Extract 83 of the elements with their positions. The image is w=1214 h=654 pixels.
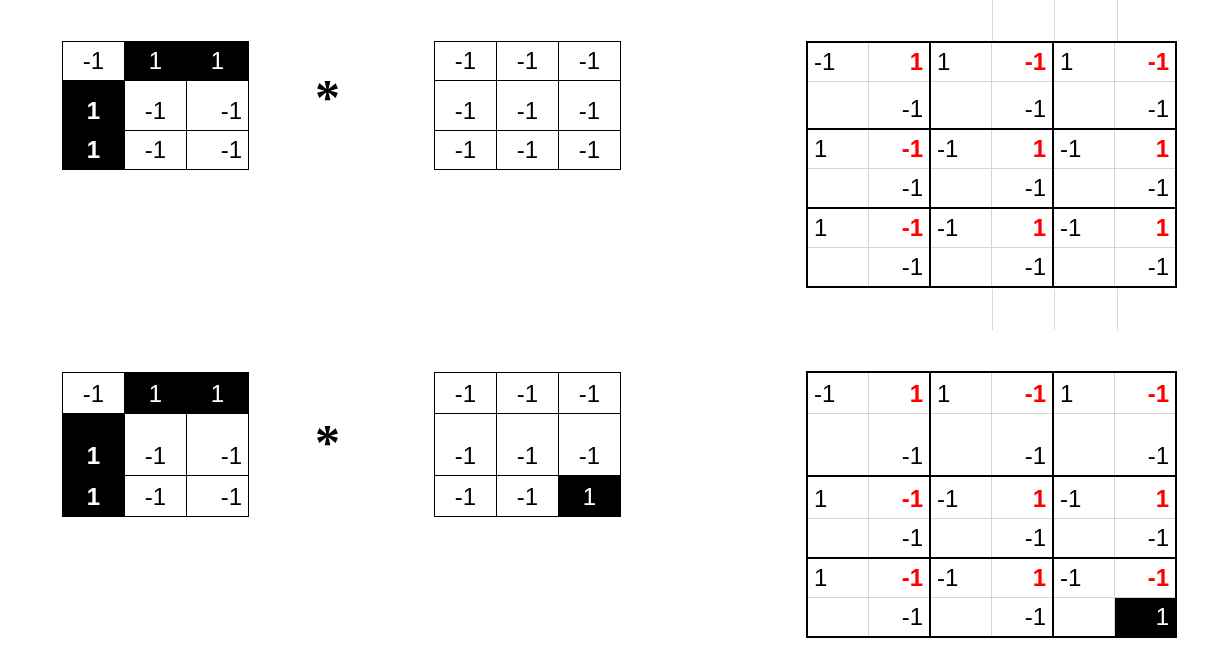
matrix-cell: -1 xyxy=(435,373,496,413)
matrix-cell: -1 xyxy=(869,598,929,636)
matrix-cell: -1 xyxy=(869,559,929,597)
matrix-cell: 1 xyxy=(1115,209,1175,247)
matrix-cell: 1 xyxy=(869,373,929,413)
matrix-cell: -1 xyxy=(125,476,186,516)
operator-symbol: * xyxy=(315,417,340,467)
matrix-cell: -1 xyxy=(63,373,124,413)
matrix-cell: -1 xyxy=(931,209,991,247)
matrix-cell: -1 xyxy=(1115,248,1175,286)
matrix-cell: -1 xyxy=(992,248,1052,286)
matrix-cell: -1 xyxy=(1115,169,1175,207)
matrix-cell: -1 xyxy=(497,476,558,516)
matrix-cell: -1 xyxy=(497,131,558,169)
matrix-cell: -1 xyxy=(559,42,620,80)
matrix-cell: -1 xyxy=(497,414,558,475)
matrix-cell: -1 xyxy=(497,373,558,413)
matrix-cell: -1 xyxy=(125,131,186,169)
matrix-cell: 1 xyxy=(992,209,1052,247)
matrix-cell: 1 xyxy=(869,43,929,81)
matrix-cell: 1 xyxy=(808,559,868,597)
matrix-cell: -1 xyxy=(435,131,496,169)
matrix-cell: 1 xyxy=(1054,373,1114,413)
matrix-cell: -1 xyxy=(435,414,496,475)
matrix-cell: -1 xyxy=(559,131,620,169)
matrix-cell: -1 xyxy=(435,476,496,516)
matrix-cell: -1 xyxy=(1115,43,1175,81)
matrix-cell: -1 xyxy=(869,169,929,207)
matrix-cell: -1 xyxy=(187,414,248,475)
matrix-cell: -1 xyxy=(559,414,620,475)
matrix-cell: -1 xyxy=(497,42,558,80)
matrix-cell: 1 xyxy=(992,559,1052,597)
matrix-cell: -1 xyxy=(63,42,124,80)
matrix-cell: -1 xyxy=(992,82,1052,128)
matrix-cell: 1 xyxy=(808,477,868,518)
matrix-cell: -1 xyxy=(869,248,929,286)
matrix-cell: -1 xyxy=(992,598,1052,636)
matrix-cell: -1 xyxy=(992,43,1052,81)
matrix-cell: -1 xyxy=(1115,414,1175,475)
matrix-cell: -1 xyxy=(992,519,1052,557)
matrix-cell: -1 xyxy=(435,42,496,80)
matrix-cell: -1 xyxy=(497,81,558,130)
matrix-cell: 1 xyxy=(1054,43,1114,81)
matrix-cell: 1 xyxy=(1115,598,1175,636)
matrix-cell: -1 xyxy=(992,169,1052,207)
matrix-cell: -1 xyxy=(869,209,929,247)
matrix-cell: -1 xyxy=(869,130,929,168)
matrix-cell: -1 xyxy=(808,43,868,81)
matrix-cell: -1 xyxy=(125,414,186,475)
matrix-cell: 1 xyxy=(808,130,868,168)
matrix-cell: -1 xyxy=(559,373,620,413)
matrix-cell: 1 xyxy=(992,130,1052,168)
matrix-cell: -1 xyxy=(808,373,868,413)
matrix-cell: -1 xyxy=(187,81,248,130)
matrix-cell: -1 xyxy=(869,519,929,557)
matrix-cell: -1 xyxy=(1115,373,1175,413)
matrix-cell: -1 xyxy=(187,131,248,169)
matrix-cell: -1 xyxy=(1054,209,1114,247)
matrix-cell: -1 xyxy=(931,559,991,597)
matrix-cell: 1 xyxy=(1115,477,1175,518)
matrix-cell: -1 xyxy=(992,414,1052,475)
matrix-cell: -1 xyxy=(187,476,248,516)
matrix-cell: -1 xyxy=(1115,519,1175,557)
matrix-cell: -1 xyxy=(1115,559,1175,597)
matrix-cell: -1 xyxy=(125,81,186,130)
matrix-cell: -1 xyxy=(1054,477,1114,518)
matrix-cell: -1 xyxy=(869,477,929,518)
matrix-cell: -1 xyxy=(1115,82,1175,128)
matrix-cell: 1 xyxy=(992,477,1052,518)
matrix-cell: -1 xyxy=(559,81,620,130)
matrix-cell: -1 xyxy=(435,81,496,130)
matrix-cell: 1 xyxy=(931,373,991,413)
matrix-cell: -1 xyxy=(869,414,929,475)
matrix-cell: -1 xyxy=(1054,130,1114,168)
matrix-cell: 1 xyxy=(931,43,991,81)
operator-symbol: * xyxy=(315,72,340,122)
matrix-cell: -1 xyxy=(992,373,1052,413)
matrix-cell: 1 xyxy=(1115,130,1175,168)
matrix-cell: -1 xyxy=(931,130,991,168)
matrix-cell: 1 xyxy=(808,209,868,247)
matrix-cell: -1 xyxy=(869,82,929,128)
matrix-cell: -1 xyxy=(931,477,991,518)
matrix-cell: -1 xyxy=(1054,559,1114,597)
